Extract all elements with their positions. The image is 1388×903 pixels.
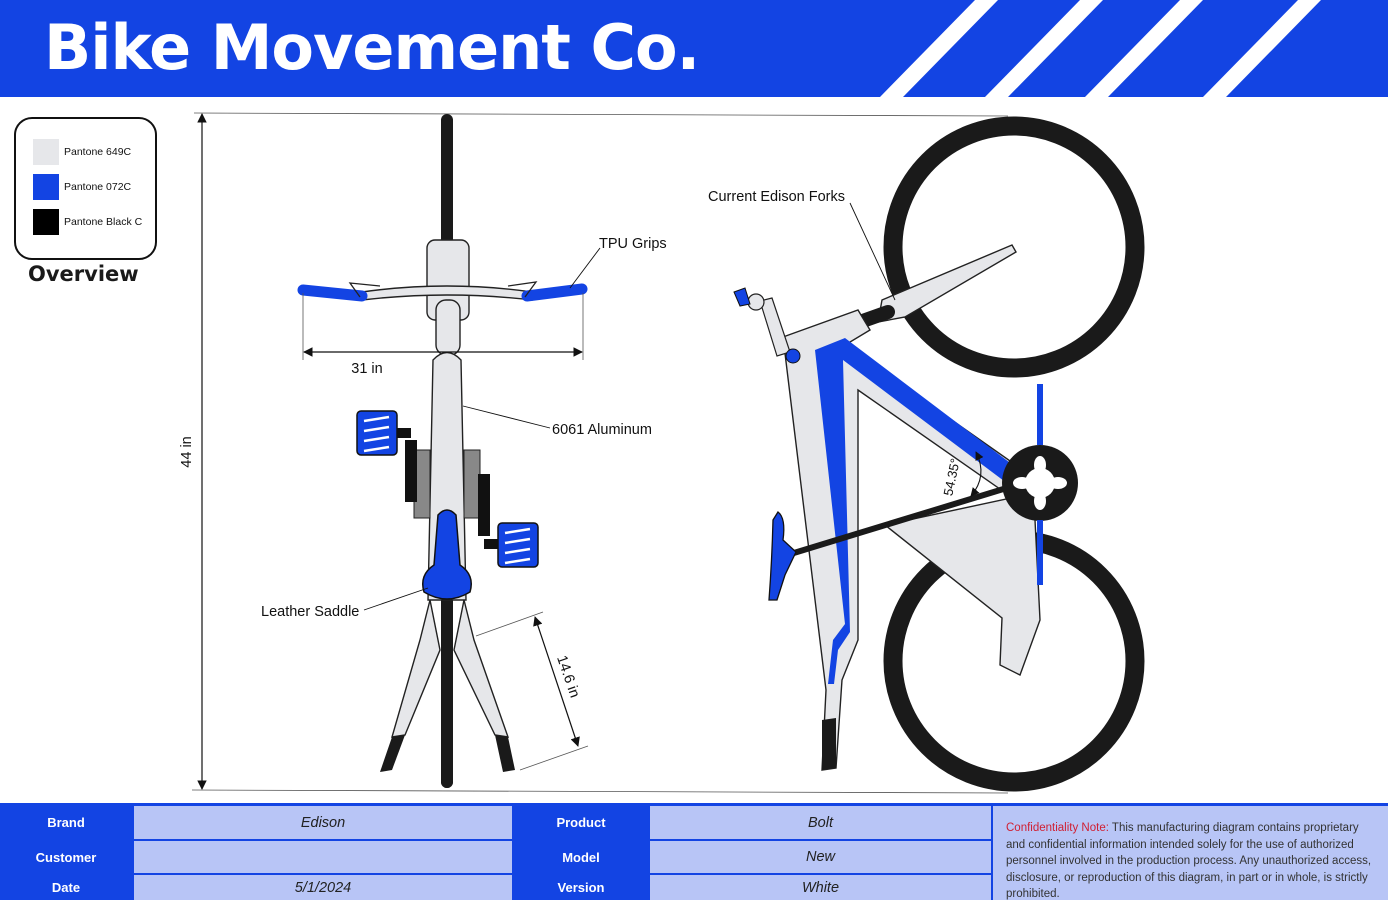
bike-side-view: 54.35° <box>733 116 1145 792</box>
handlebar-dimension: 31 in <box>302 293 584 377</box>
callout-label: Leather Saddle <box>261 604 359 620</box>
legend-label: Pantone Black C <box>64 216 143 228</box>
legend-label: Pantone 072C <box>64 181 132 193</box>
callout-label: TPU Grips <box>599 236 667 252</box>
customer-value <box>134 841 512 873</box>
bike-diagram: 44 in <box>179 112 1145 794</box>
callout-label: Current Edison Forks <box>708 189 845 205</box>
date-label: Date <box>0 875 132 900</box>
info-table: Brand Edison Product Bolt Customer Model… <box>0 803 1388 900</box>
bike-front-view <box>297 114 588 788</box>
legend-swatch <box>33 174 59 200</box>
legend-label: Pantone 649C <box>64 146 132 158</box>
confidentiality-note: Confidentiality Note: This manufacturing… <box>993 806 1388 900</box>
leg-dimension: 14.6 in <box>475 611 589 771</box>
saddle-front <box>422 509 472 600</box>
callout-tpu-grips: TPU Grips <box>569 236 667 289</box>
header-banner: Bike Movement Co. <box>0 0 1388 97</box>
callout-aluminum: 6061 Aluminum <box>462 405 652 438</box>
color-legend: Pantone 649C Pantone 072C Pantone Black … <box>14 117 157 260</box>
version-label: Version <box>514 875 648 900</box>
model-label: Model <box>514 841 648 873</box>
page-title: Bike Movement Co. <box>44 11 700 84</box>
confidentiality-label: Confidentiality Note: <box>1006 822 1109 834</box>
overview-caption: Overview <box>28 262 139 286</box>
confidentiality-text: This manufacturing diagram contains prop… <box>1006 822 1372 900</box>
callout-label: 6061 Aluminum <box>552 422 652 438</box>
version-value: White <box>650 875 991 900</box>
legend-swatch <box>33 209 59 235</box>
angle-label: 54.35° <box>940 457 963 497</box>
brand-label: Brand <box>0 806 132 839</box>
top-wheel <box>883 116 1145 378</box>
frame-accent-stripe <box>815 338 1030 684</box>
date-value: 5/1/2024 <box>134 875 512 900</box>
left-pedal <box>356 410 411 456</box>
height-label: 44 in <box>179 436 195 467</box>
right-grip <box>521 283 588 302</box>
legend-item: Pantone 072C <box>33 174 153 200</box>
right-pedal <box>484 522 539 568</box>
leg-length-label: 14.6 in <box>553 654 582 700</box>
callout-saddle: Leather Saddle <box>261 587 429 620</box>
handlebar-width-label: 31 in <box>351 361 382 377</box>
brand-value: Edison <box>134 806 512 839</box>
model-value: New <box>650 841 991 873</box>
legend-item: Pantone 649C <box>33 139 153 165</box>
customer-label: Customer <box>0 841 132 873</box>
height-dimension: 44 in <box>179 112 1009 794</box>
saddle-side <box>768 511 797 601</box>
header-stripes <box>880 0 1321 97</box>
product-label: Product <box>514 806 648 839</box>
legend-item: Pantone Black C <box>33 209 153 235</box>
callout-forks: Current Edison Forks <box>708 189 896 301</box>
left-grip <box>297 284 368 302</box>
product-value: Bolt <box>650 806 991 839</box>
legend-swatch <box>33 139 59 165</box>
